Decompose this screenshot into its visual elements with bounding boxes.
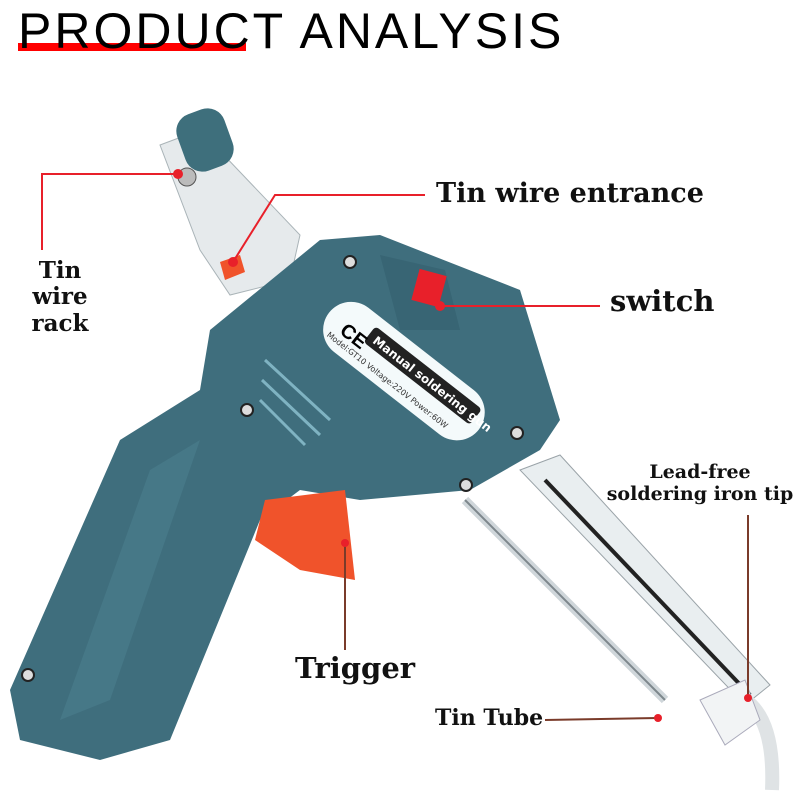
page-title: PRODUCT ANALYSIS	[18, 3, 565, 59]
label-soldering-tip: Lead-free soldering iron tip	[606, 461, 794, 505]
leader-tin-tube	[544, 717, 659, 721]
label-trigger: Trigger	[295, 651, 416, 685]
leader-tin-wire-entrance	[232, 194, 425, 263]
leader-tin-wire-rack	[41, 173, 178, 250]
label-tin-wire-rack: Tin wire rack	[31, 257, 89, 337]
trigger	[255, 490, 355, 580]
tin-wire-rack	[159, 108, 301, 296]
title-underline	[18, 43, 246, 51]
label-tin-wire-entrance: Tin wire entrance	[436, 178, 704, 209]
label-tin-tube: Tin Tube	[435, 705, 544, 731]
label-switch: switch	[610, 284, 715, 318]
tin-tube	[461, 496, 669, 704]
